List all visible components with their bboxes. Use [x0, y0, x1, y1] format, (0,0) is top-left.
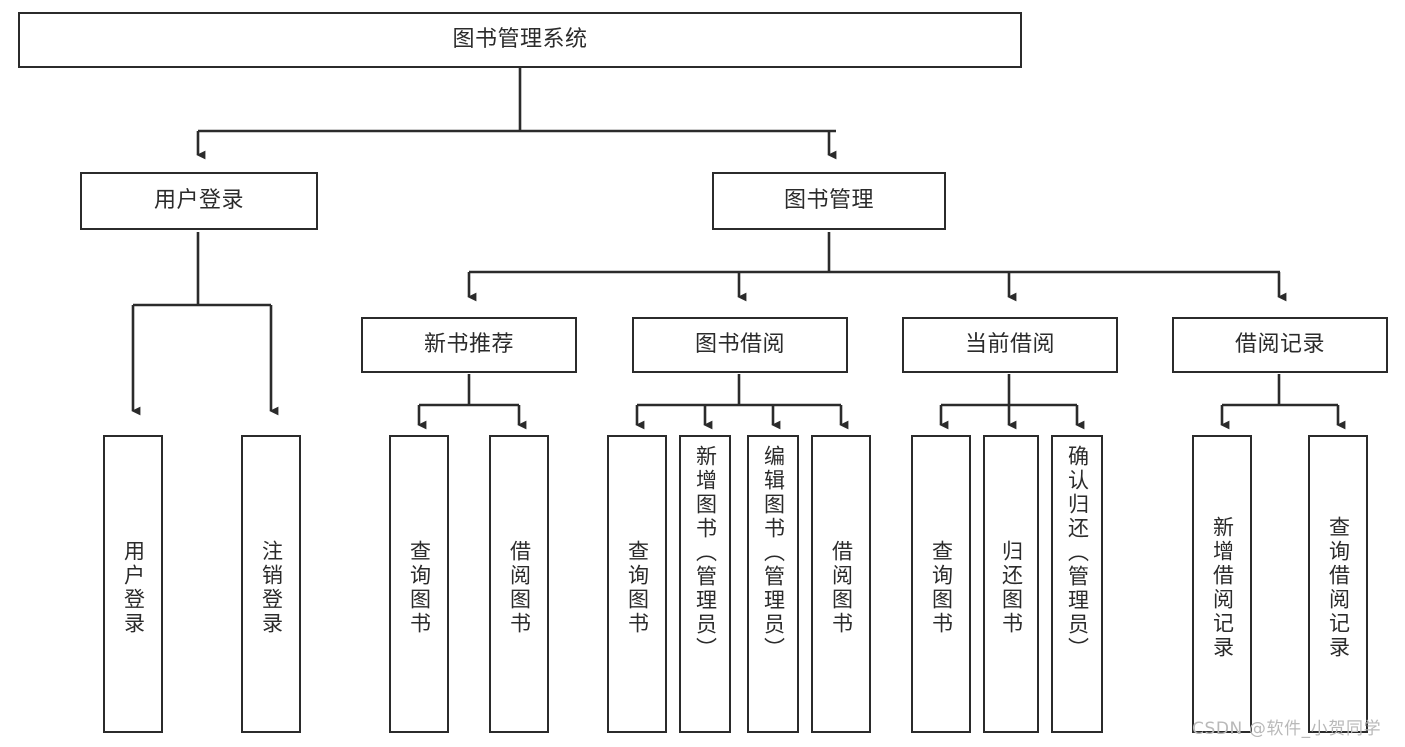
node-root-book-management-system[interactable]: 图书管理系统 [18, 12, 1022, 68]
node-leaf-borrow-books-recommend[interactable]: 借阅图书 [489, 435, 549, 733]
node-leaf-confirm-return-admin-label: 确认归还（管理员） [1065, 445, 1090, 661]
node-leaf-query-books-current-label: 查询图书 [929, 540, 954, 636]
node-leaf-add-book-admin[interactable]: 新增图书（管理员） [679, 435, 731, 733]
node-leaf-query-borrow-record-label: 查询借阅记录 [1326, 516, 1351, 660]
node-leaf-borrow-books[interactable]: 借阅图书 [811, 435, 871, 733]
node-current-borrowing-label: 当前借阅 [964, 332, 1055, 358]
node-book-borrowing[interactable]: 图书借阅 [632, 317, 848, 373]
node-leaf-query-borrow-record[interactable]: 查询借阅记录 [1308, 435, 1368, 733]
node-root-label: 图书管理系统 [452, 27, 588, 53]
node-leaf-query-books-recommend[interactable]: 查询图书 [389, 435, 449, 733]
node-leaf-add-borrow-record-label: 新增借阅记录 [1210, 516, 1235, 660]
node-new-book-recommendation[interactable]: 新书推荐 [361, 317, 577, 373]
node-leaf-user-login-label: 用户登录 [121, 540, 146, 636]
node-leaf-add-borrow-record[interactable]: 新增借阅记录 [1192, 435, 1252, 733]
node-leaf-return-books-label: 归还图书 [999, 540, 1024, 636]
node-book-management[interactable]: 图书管理 [712, 172, 946, 230]
node-leaf-query-books-current[interactable]: 查询图书 [911, 435, 971, 733]
node-user-login[interactable]: 用户登录 [80, 172, 318, 230]
node-borrowing-records-label: 借阅记录 [1234, 332, 1325, 358]
node-leaf-borrow-books-recommend-label: 借阅图书 [507, 540, 532, 636]
node-leaf-query-books-recommend-label: 查询图书 [407, 540, 432, 636]
node-leaf-user-login[interactable]: 用户登录 [103, 435, 163, 733]
node-borrowing-records[interactable]: 借阅记录 [1172, 317, 1388, 373]
node-leaf-logout[interactable]: 注销登录 [241, 435, 301, 733]
node-book-borrowing-label: 图书借阅 [694, 332, 785, 358]
node-leaf-borrow-books-label: 借阅图书 [829, 540, 854, 636]
node-user-login-label: 用户登录 [153, 188, 244, 214]
node-new-book-recommendation-label: 新书推荐 [423, 332, 514, 358]
node-current-borrowing[interactable]: 当前借阅 [902, 317, 1118, 373]
node-leaf-confirm-return-admin[interactable]: 确认归还（管理员） [1051, 435, 1103, 733]
node-leaf-query-books-borrow-label: 查询图书 [625, 540, 650, 636]
node-book-management-label: 图书管理 [783, 188, 874, 214]
node-leaf-add-book-admin-label: 新增图书（管理员） [693, 445, 718, 661]
node-leaf-edit-book-admin[interactable]: 编辑图书（管理员） [747, 435, 799, 733]
csdn-watermark: CSDN @软件_小贺同学 [1192, 719, 1382, 739]
node-leaf-logout-label: 注销登录 [259, 540, 284, 636]
node-leaf-return-books[interactable]: 归还图书 [983, 435, 1039, 733]
node-leaf-edit-book-admin-label: 编辑图书（管理员） [761, 445, 786, 661]
node-leaf-query-books-borrow[interactable]: 查询图书 [607, 435, 667, 733]
